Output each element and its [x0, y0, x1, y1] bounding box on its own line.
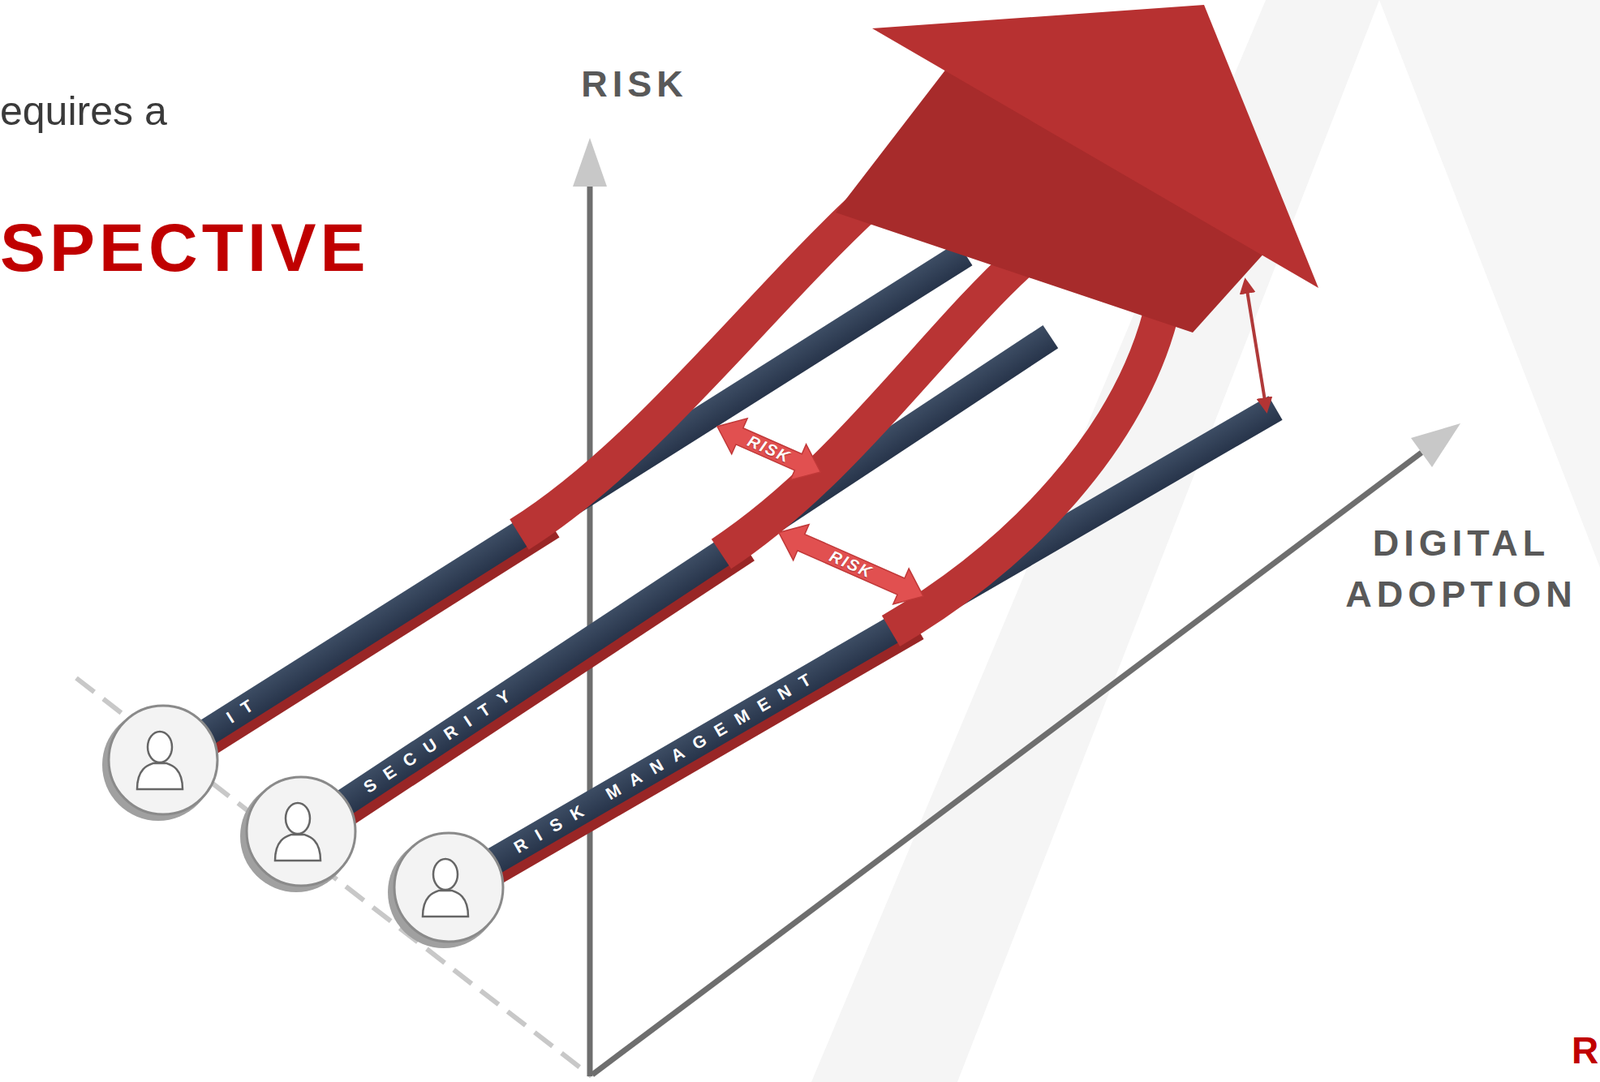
- ribbon-underside: [169, 527, 554, 770]
- arrow-shape: [778, 524, 924, 605]
- risk-axis: [587, 184, 594, 1077]
- ribbon-underside: [454, 628, 918, 898]
- person-icon: [285, 803, 310, 835]
- arrow-head: [872, 4, 1319, 289]
- gap-arrow: [1246, 285, 1266, 406]
- edge-label: RISK: [826, 546, 876, 583]
- heading-fragment: equires a: [0, 90, 168, 132]
- rising-ribbon: [519, 202, 869, 535]
- coin-edge: [387, 836, 500, 949]
- watermark-shape: [1379, 0, 1600, 568]
- band-label: IT: [155, 242, 973, 773]
- person-coin: [108, 705, 218, 815]
- person-icon: [433, 859, 458, 891]
- band-label: SECURITY: [293, 325, 1059, 844]
- arrow-shape: [717, 418, 821, 481]
- heading-fragment: SPECTIVE: [0, 213, 370, 282]
- ribbon-underside: [307, 550, 749, 842]
- logo-fragment: R: [1571, 1032, 1599, 1070]
- person-icon: [422, 890, 469, 917]
- risk-arrow: [717, 418, 821, 481]
- edge-label: RISK: [744, 431, 793, 468]
- rising-ribbon: [721, 259, 1023, 555]
- rising-ribbon: [890, 316, 1161, 632]
- adoption-axis: [592, 452, 1422, 1076]
- person-icon: [147, 731, 173, 763]
- person-icon: [275, 834, 321, 861]
- axis-label: DIGITAL ADOPTION: [1331, 517, 1592, 620]
- person-coin: [246, 777, 356, 887]
- person-icon: [137, 763, 183, 790]
- dashed-baseline: [76, 678, 592, 1077]
- watermark-shape: [811, 0, 1380, 1082]
- function-band: RISK MANAGEMENT: [441, 395, 1282, 899]
- axis-label: RISK: [580, 65, 689, 103]
- coin-edge: [102, 709, 215, 822]
- person-coin: [394, 833, 504, 942]
- arrow-shaft: [835, 64, 1266, 333]
- coin-edge: [240, 780, 353, 893]
- axis-arrowhead: [572, 137, 607, 187]
- risk-arrow: [778, 524, 924, 605]
- function-band: IT: [155, 242, 973, 773]
- function-band: SECURITY: [293, 325, 1059, 844]
- axis-arrowhead: [1410, 423, 1461, 468]
- band-label: RISK MANAGEMENT: [441, 395, 1282, 899]
